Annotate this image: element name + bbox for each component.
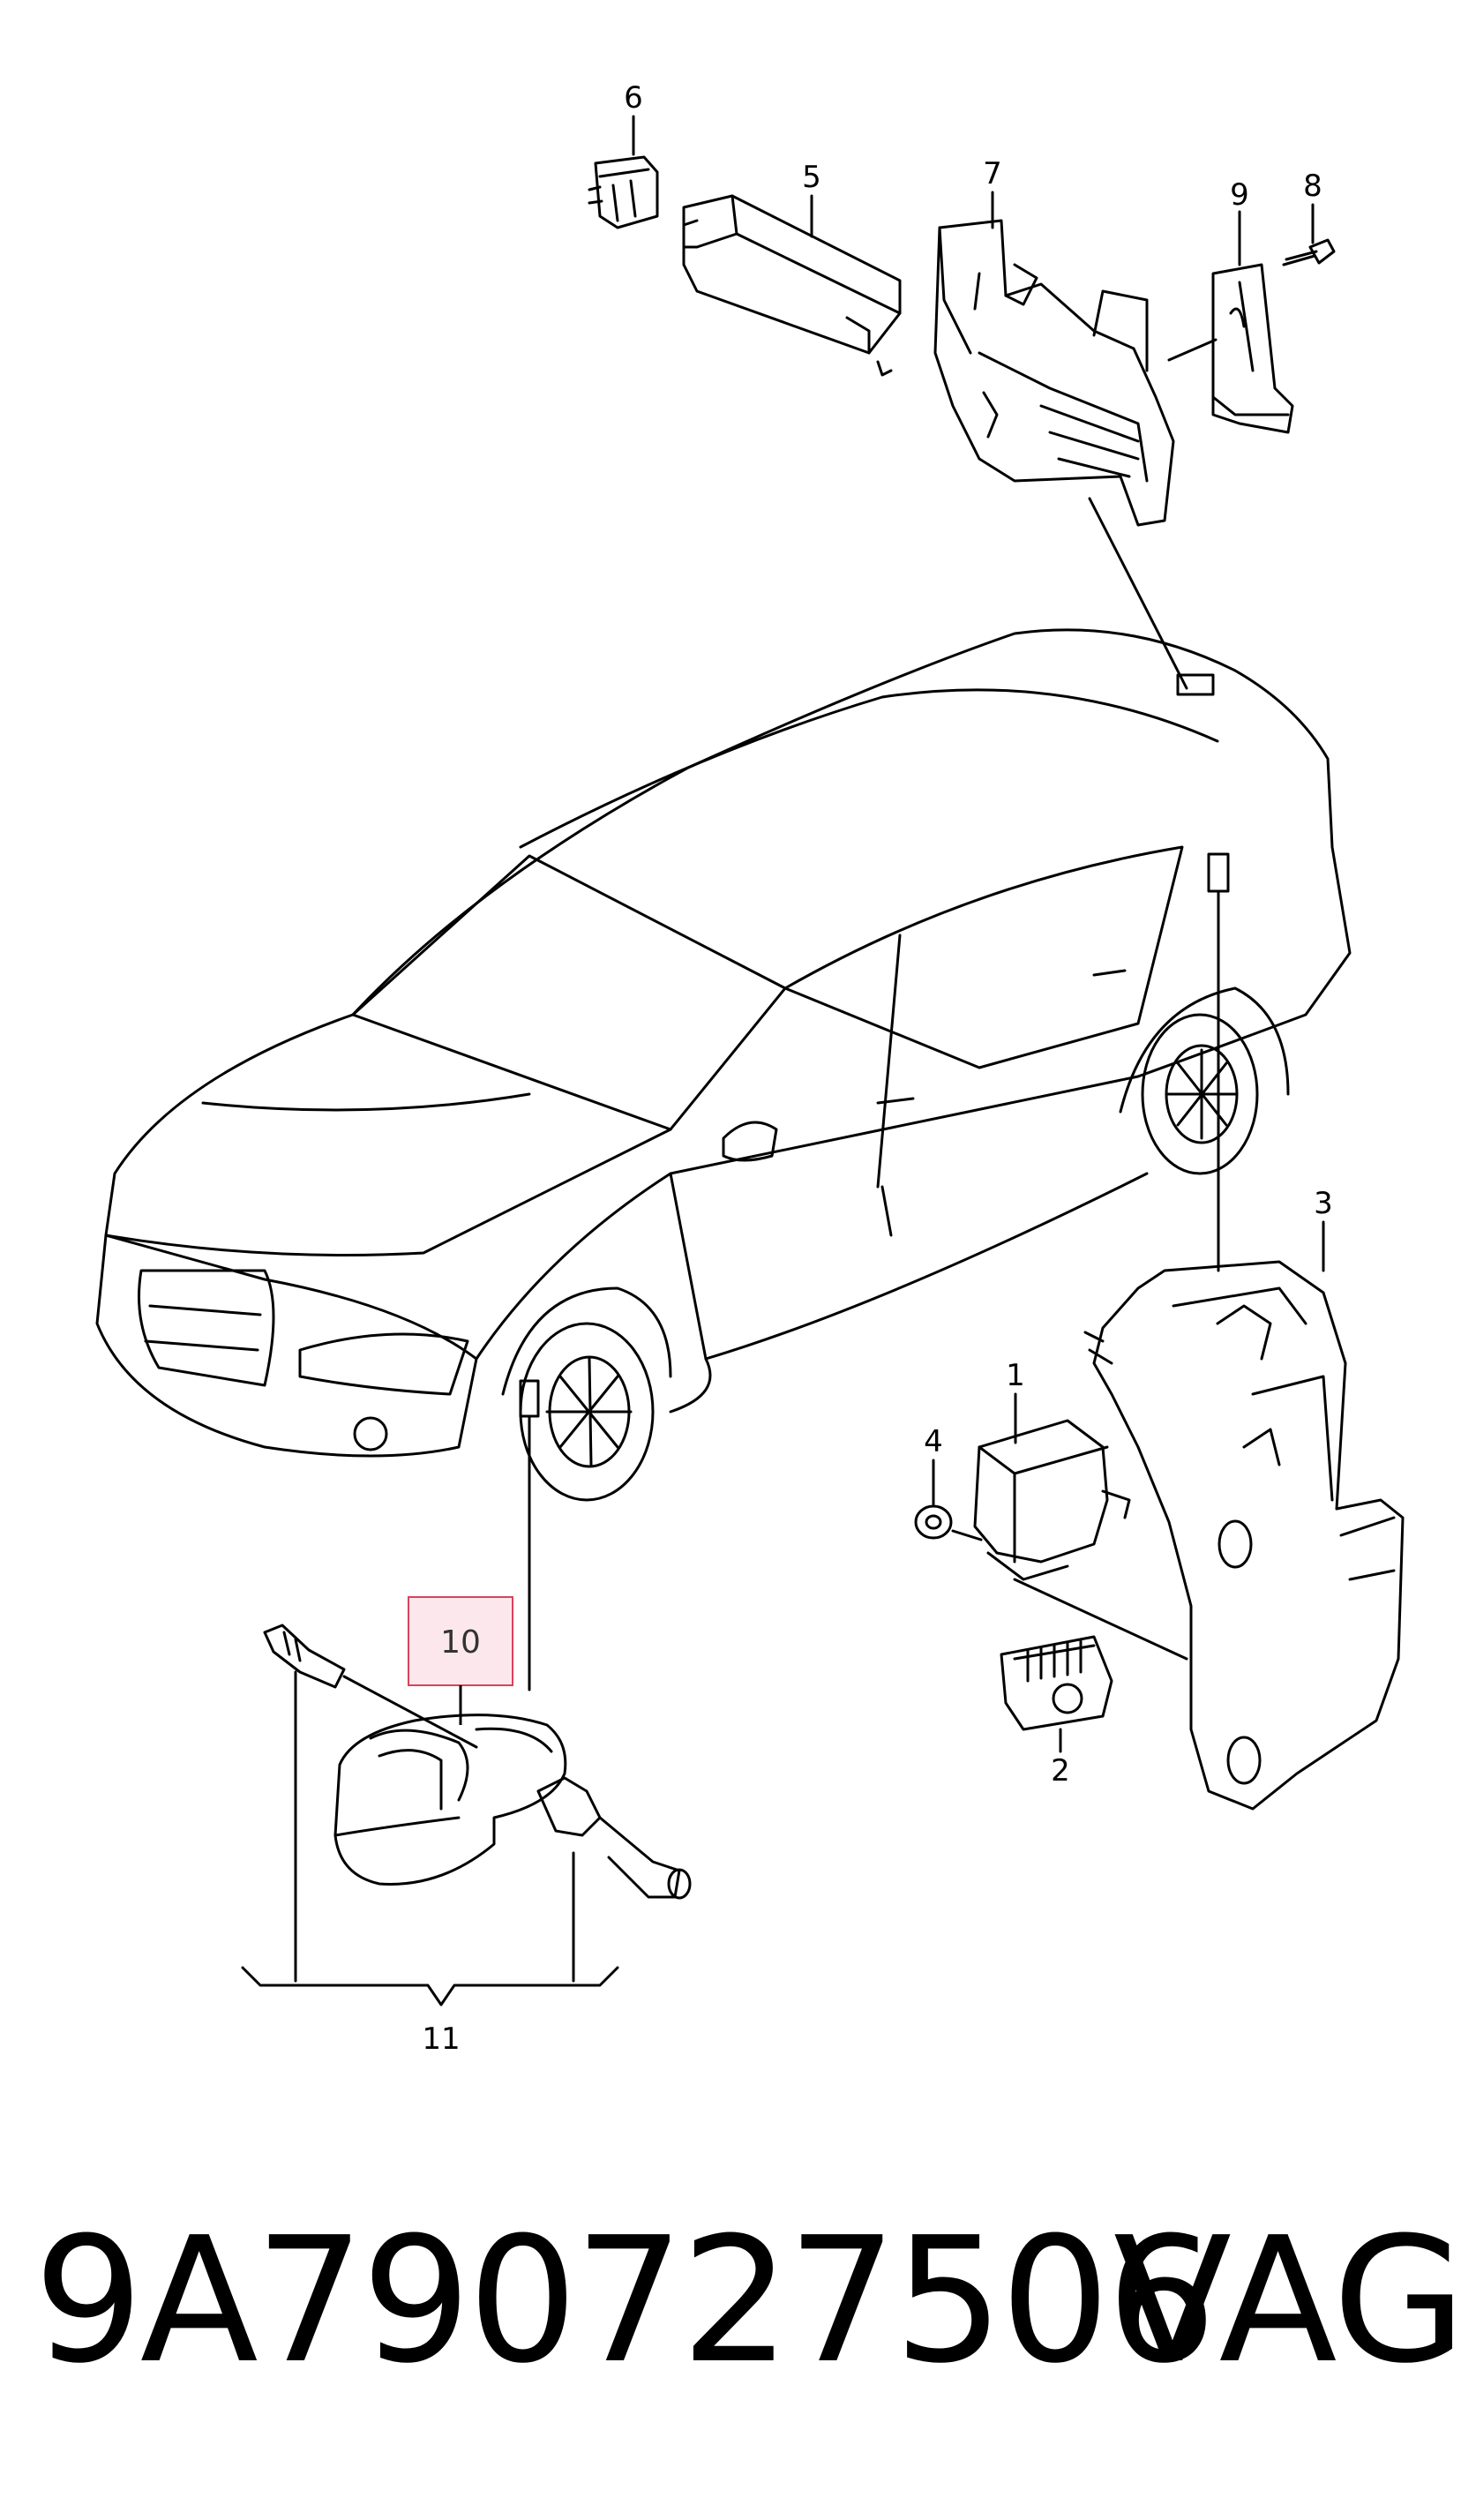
connector-part-6 bbox=[588, 155, 659, 229]
nut-part-4 bbox=[914, 1504, 953, 1540]
parts-diagram: 6 5 7 8 9 3 1 4 2 10 11 bbox=[95, 80, 1405, 2057]
callout-10: 10 bbox=[440, 1624, 481, 1661]
callout-8: 8 bbox=[1303, 169, 1322, 204]
screw-part-8 bbox=[1282, 238, 1336, 266]
antenna-module-part-5 bbox=[682, 194, 902, 377]
leader-4b bbox=[951, 1529, 983, 1541]
callout-9: 9 bbox=[1230, 177, 1249, 213]
bracket-part-9 bbox=[1211, 263, 1294, 434]
tire-pressure-sensor-part-10 bbox=[333, 1714, 567, 1886]
brand-label: VAG bbox=[1113, 2201, 1461, 2402]
bracket-11 bbox=[241, 1966, 619, 2006]
leader-9b bbox=[1167, 338, 1218, 362]
valve-part-11 bbox=[263, 1624, 692, 1900]
control-unit-part-1 bbox=[973, 1419, 1131, 1581]
highlight-box-10 bbox=[408, 1596, 513, 1686]
callout-2: 2 bbox=[1051, 1753, 1070, 1789]
callout-4: 4 bbox=[924, 1424, 943, 1459]
callout-7: 7 bbox=[983, 156, 1002, 191]
leader-1-to-3 bbox=[1013, 1578, 1188, 1661]
connector-part-2 bbox=[1000, 1635, 1113, 1731]
leader-to-car-rear bbox=[1088, 497, 1188, 690]
callout-1: 1 bbox=[1006, 1358, 1025, 1393]
bracket-part-7 bbox=[933, 219, 1175, 527]
callout-5: 5 bbox=[802, 160, 821, 195]
car-outline bbox=[95, 628, 1352, 1502]
callout-11: 11 bbox=[422, 2021, 460, 2057]
callout-3: 3 bbox=[1314, 1186, 1333, 1221]
callout-6: 6 bbox=[624, 80, 643, 116]
part-number: 9A790727506 bbox=[34, 2201, 1217, 2402]
bracket-part-3 bbox=[1083, 1260, 1405, 1811]
